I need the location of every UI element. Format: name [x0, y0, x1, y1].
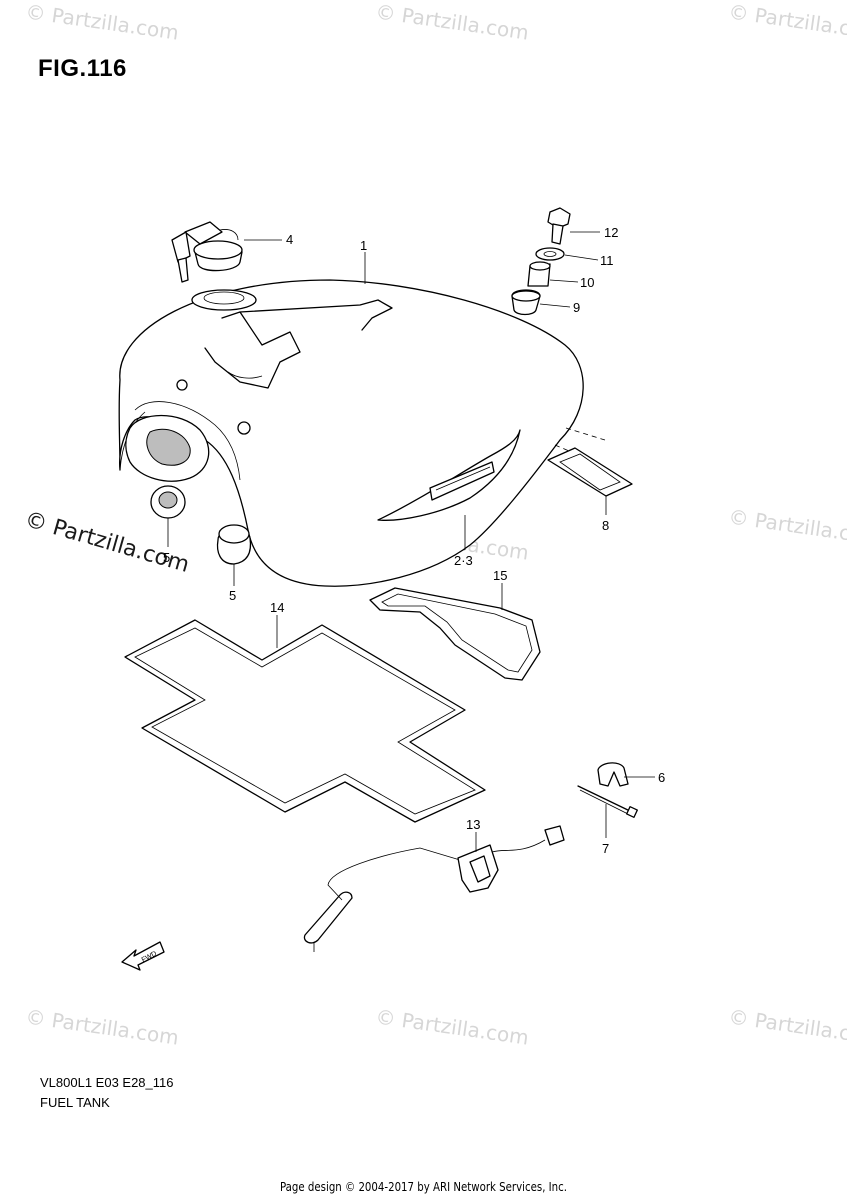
callout-4: 4	[286, 232, 293, 247]
figure-title: FIG.116	[38, 55, 127, 82]
callout-7: 7	[602, 841, 609, 856]
callout-11: 11	[600, 253, 614, 268]
rubber-cushion	[547, 447, 633, 497]
callout-13: 13	[466, 817, 480, 832]
insulator-sheet-14	[124, 619, 486, 823]
mounting-bolt-stack	[511, 207, 571, 316]
callout-5a: 5	[163, 550, 170, 565]
clamp-6	[597, 762, 629, 787]
callout-14: 14	[270, 600, 284, 615]
callout-12: 12	[604, 225, 618, 240]
fuel-tank	[118, 279, 606, 587]
model-code: VL800L1 E03 E28_116	[40, 1075, 174, 1090]
callout-5b: 5	[229, 588, 236, 603]
fuel-level-gauge-13	[303, 825, 565, 952]
fuel-cap	[171, 221, 243, 283]
callout-9: 9	[573, 300, 580, 315]
footer-copyright: Page design © 2004-2017 by ARI Network S…	[279, 1180, 568, 1194]
leader-lines	[167, 231, 655, 852]
callout-1: 1	[360, 238, 367, 253]
callout-8: 8	[602, 518, 609, 533]
callout-2-3: 2·3	[454, 553, 473, 568]
rubber-plug-a	[150, 485, 186, 519]
cable-tie-7	[577, 785, 638, 818]
diagram-title: FUEL TANK	[40, 1095, 110, 1110]
gasket-15	[369, 587, 541, 681]
forward-direction-arrow: FWD	[121, 941, 165, 971]
callout-6: 6	[658, 770, 665, 785]
callout-10: 10	[580, 275, 594, 290]
callout-15: 15	[493, 568, 507, 583]
rubber-plug-b	[216, 524, 252, 565]
